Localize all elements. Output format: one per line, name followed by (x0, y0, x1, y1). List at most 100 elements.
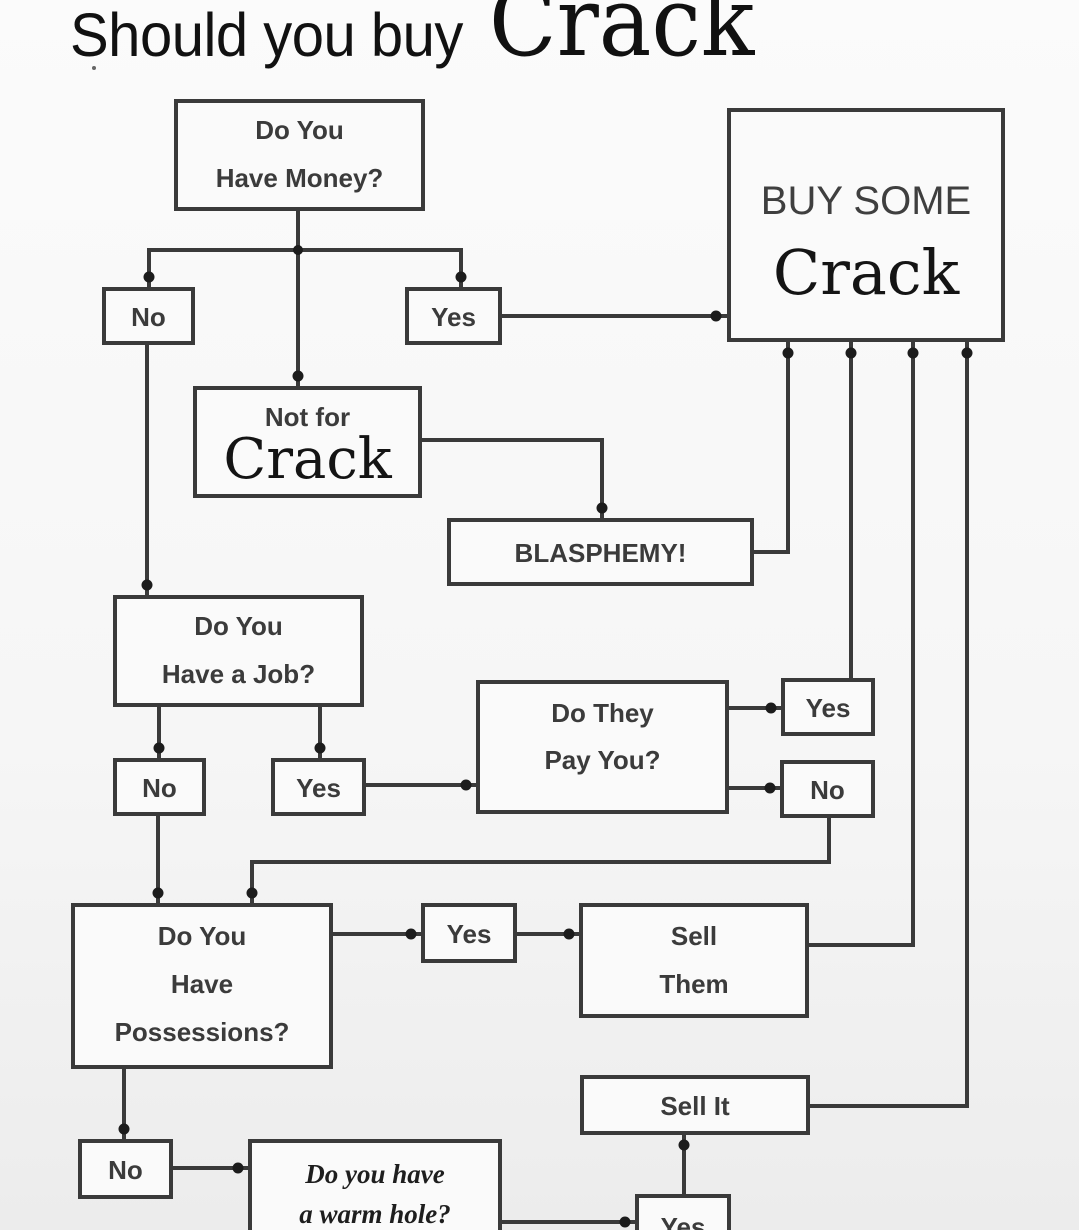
scan-speck (92, 66, 96, 70)
arrowhead-icon (782, 347, 794, 359)
node-box (447, 518, 754, 586)
arrowhead-icon (153, 742, 165, 754)
node-box (579, 903, 809, 1018)
node-poss-no: No (78, 1139, 173, 1199)
node-pay-yes: Yes (781, 678, 875, 736)
node-label: Not for (265, 402, 350, 432)
node-hole-q: Do you have a warm hole? (248, 1139, 502, 1230)
arrowhead-icon (710, 310, 722, 322)
node-label: Possessions? (115, 1017, 290, 1047)
node-box (781, 678, 875, 736)
node-money-no: No (102, 287, 195, 345)
arrowhead-icon (292, 370, 304, 382)
connector-sell-them-to-buy-some (807, 340, 915, 947)
node-box (727, 108, 1005, 342)
node-box (476, 680, 729, 814)
node-box (248, 1139, 502, 1230)
node-box (421, 903, 517, 963)
arrowhead-icon (405, 928, 417, 940)
node-label: Have a Job? (162, 659, 315, 689)
junction-icon (293, 245, 303, 255)
node-job-no: No (113, 758, 206, 816)
arrowhead-icon (232, 1162, 244, 1174)
node-label: Have Money? (216, 163, 384, 193)
connector-pay-no-to-poss-q (250, 816, 831, 905)
node-label: Do You (194, 611, 283, 641)
node-label: Crack (223, 427, 392, 492)
node-label: Them (659, 969, 728, 999)
arrowhead-icon (596, 502, 608, 514)
node-label: No (810, 775, 845, 805)
node-box (174, 99, 425, 211)
node-pay-no: No (780, 760, 875, 818)
connector-not-for-to-blasphemy (420, 438, 604, 520)
node-box (71, 903, 333, 1069)
connector-sell-it-to-buy-some (808, 340, 969, 1108)
arrowhead-icon (141, 579, 153, 591)
arrowhead-icon (246, 887, 258, 899)
arrowhead-icon (314, 742, 326, 754)
node-label: a warm hole? (299, 1199, 451, 1229)
node-poss-yes: Yes (421, 903, 517, 963)
node-label: Sell (671, 921, 717, 951)
arrowheads (118, 245, 973, 1228)
node-label: Yes (661, 1212, 706, 1230)
arrowhead-icon (460, 779, 472, 791)
arrowhead-icon (455, 271, 467, 283)
node-box (102, 287, 195, 345)
node-label: Crack (773, 236, 960, 309)
node-blasphemy: BLASPHEMY! (447, 518, 754, 586)
node-job-yes: Yes (271, 758, 366, 816)
chart-title: Should you buy Crack (70, 0, 777, 78)
arrowhead-icon (619, 1216, 631, 1228)
node-box (405, 287, 502, 345)
node-label: Do They (551, 698, 654, 728)
arrowhead-icon (563, 928, 575, 940)
node-box (635, 1194, 731, 1230)
arrowhead-icon (152, 887, 164, 899)
node-label: Do You (255, 115, 344, 145)
node-label: BUY SOME (761, 179, 971, 223)
node-label: No (108, 1155, 143, 1185)
connector-money-q-to-money-no (147, 209, 300, 289)
node-label: Do you have (304, 1159, 444, 1189)
connectors (122, 209, 969, 1224)
node-label: Yes (447, 919, 492, 949)
node-hole-yes: Yes (635, 1194, 731, 1230)
arrowhead-icon (678, 1139, 690, 1151)
arrowhead-icon (845, 347, 857, 359)
arrowhead-icon (765, 702, 777, 714)
node-money-yes: Yes (405, 287, 502, 345)
node-label: BLASPHEMY! (515, 538, 687, 568)
node-label: Yes (431, 302, 476, 332)
node-label: No (142, 773, 177, 803)
node-box (113, 595, 364, 707)
arrowhead-icon (961, 347, 973, 359)
node-buy-some: BUY SOME Crack (727, 108, 1005, 342)
node-box (780, 760, 875, 818)
arrowhead-icon (143, 271, 155, 283)
node-box (113, 758, 206, 816)
arrowhead-icon (118, 1123, 130, 1135)
title-prefix: Should you buy (70, 1, 463, 70)
node-label: Do You (158, 921, 247, 951)
node-sell-it: Sell It (580, 1075, 810, 1135)
arrowhead-icon (764, 782, 776, 794)
node-box (580, 1075, 810, 1135)
node-box (78, 1139, 173, 1199)
node-box (193, 386, 422, 498)
node-label: Yes (806, 693, 851, 723)
node-label: Yes (296, 773, 341, 803)
title-emphasis: Crack (488, 0, 755, 78)
node-label: Have (171, 969, 233, 999)
arrowhead-icon (907, 347, 919, 359)
node-label: Sell It (660, 1091, 730, 1121)
